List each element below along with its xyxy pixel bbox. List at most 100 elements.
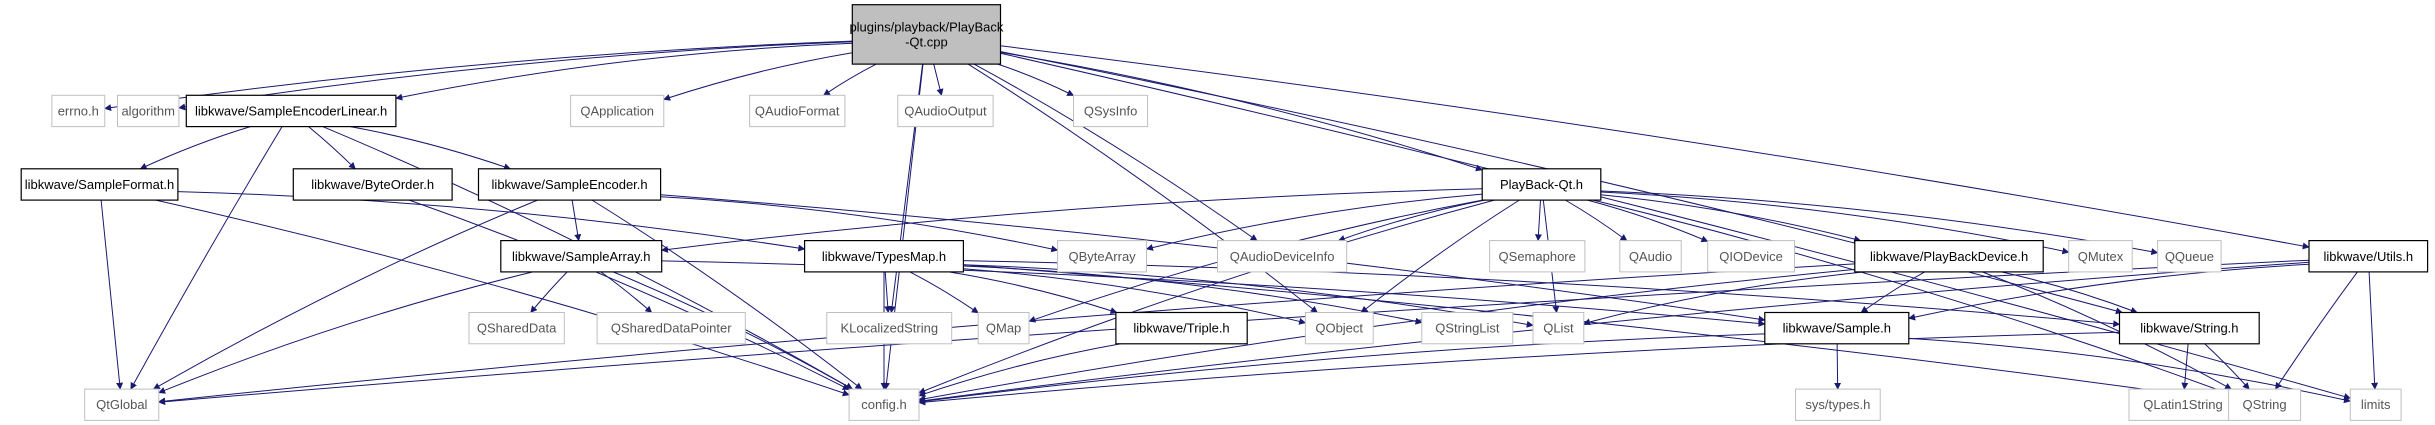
node-qbytearray-label: QByteArray bbox=[1069, 249, 1137, 264]
node-typesmap[interactable]: libkwave/TypesMap.h bbox=[803, 240, 964, 273]
edge-root-to-qaudioformat bbox=[823, 63, 877, 96]
node-qaudiooutput: QAudioOutput bbox=[897, 94, 994, 128]
edge-typesmap-to-klocalizedstring bbox=[884, 271, 892, 314]
node-qsysinfo-label: QSysInfo bbox=[1084, 103, 1137, 118]
node-qtglobal: QtGlobal bbox=[84, 388, 160, 421]
edge-root-to-qsysinfo bbox=[997, 63, 1075, 96]
edge-sampleformat-to-typesmap bbox=[177, 191, 806, 252]
edge-playbackqt-to-qbytearray bbox=[1145, 193, 1483, 251]
edge-typesmap-to-qmap bbox=[909, 271, 979, 314]
node-limits-box bbox=[2349, 388, 2402, 421]
node-selinear-label: libkwave/SampleEncoderLinear.h bbox=[195, 103, 387, 118]
edge-typesmap-to-qstring bbox=[963, 264, 2230, 404]
node-qlatin1string-box bbox=[2128, 388, 2238, 421]
node-sampleencoder[interactable]: libkwave/SampleEncoder.h bbox=[477, 168, 662, 201]
node-qapplication-label: QApplication bbox=[580, 103, 654, 118]
edge-sampleformat-to-config bbox=[155, 199, 850, 397]
node-qobject-label: QObject bbox=[1315, 321, 1363, 336]
node-playbackqt[interactable]: PlayBack-Qt.h bbox=[1481, 168, 1602, 201]
node-selinear[interactable]: libkwave/SampleEncoderLinear.h bbox=[185, 94, 397, 128]
edge-root-to-playbackqt bbox=[1000, 51, 1483, 172]
edge-sample-to-limits bbox=[1908, 337, 2351, 404]
edge-root-to-qaudiooutput bbox=[933, 63, 944, 96]
node-qsemaphore: QSemaphore bbox=[1489, 240, 1586, 273]
edge-typesmap-to-qobject bbox=[963, 268, 1307, 325]
edge-playbackqt-to-qmutex bbox=[1600, 191, 2070, 255]
edge-sampleformat-to-qtglobal bbox=[100, 199, 124, 390]
node-qlist-box bbox=[1532, 312, 1585, 345]
node-errno: errno.h bbox=[51, 94, 106, 128]
node-qaudio-label: QAudio bbox=[1629, 249, 1672, 264]
node-triple-box bbox=[1115, 311, 1248, 345]
edge-utils-to-sample bbox=[1908, 263, 2310, 321]
node-byteorder-box bbox=[292, 168, 453, 201]
node-qsemaphore-box bbox=[1489, 240, 1586, 273]
node-qshareddata: QSharedData bbox=[468, 312, 565, 345]
edge-root-to-qapplication bbox=[663, 52, 853, 101]
node-triple[interactable]: libkwave/Triple.h bbox=[1115, 311, 1248, 345]
edge-playbackdevice-to-config bbox=[918, 268, 1855, 403]
node-samplearray-box bbox=[500, 240, 663, 273]
edge-utils-to-qstring bbox=[2275, 271, 2358, 390]
node-qaudiooutput-label: QAudioOutput bbox=[904, 103, 987, 118]
node-algorithm-box bbox=[117, 94, 180, 128]
node-qaudioformat-label: QAudioFormat bbox=[755, 103, 840, 118]
edge-utils-to-config bbox=[918, 261, 2310, 404]
edge-samplearray-to-qtglobal bbox=[158, 271, 534, 394]
edge-utils-to-limits bbox=[2368, 271, 2379, 390]
node-root-label: -Qt.cpp bbox=[905, 34, 948, 49]
edge-sampleencoder-to-qtglobal bbox=[152, 199, 538, 390]
node-byteorder[interactable]: libkwave/ByteOrder.h bbox=[292, 168, 453, 201]
edge-root-to-utils bbox=[1000, 45, 2310, 250]
node-sampleformat-box bbox=[20, 168, 179, 201]
edge-playbackqt-to-qaudiodeviceinfo bbox=[1337, 199, 1486, 242]
edge-samplearray-to-qshareddata bbox=[530, 271, 568, 314]
node-qiodevice-label: QIODevice bbox=[1719, 249, 1783, 264]
node-qlist-label: QList bbox=[1543, 321, 1574, 336]
node-root-box bbox=[851, 4, 1002, 65]
node-playbackqt-box bbox=[1481, 168, 1602, 201]
node-qapplication: QApplication bbox=[570, 94, 665, 128]
node-sample-box bbox=[1764, 311, 1910, 345]
node-sample[interactable]: libkwave/Sample.h bbox=[1764, 311, 1910, 345]
edge-sampleencoder-to-qbytearray bbox=[660, 196, 1059, 253]
node-qobject: QObject bbox=[1304, 312, 1374, 345]
node-samplearray[interactable]: libkwave/SampleArray.h bbox=[500, 240, 663, 273]
node-qsysinfo: QSysInfo bbox=[1073, 94, 1149, 128]
node-playbackdevice[interactable]: libkwave/PlayBackDevice.h bbox=[1854, 240, 2044, 273]
edge-string-to-qlatin1string bbox=[2181, 343, 2189, 390]
node-qshareddata-box bbox=[468, 312, 565, 345]
node-klocalizedstring-box bbox=[826, 312, 953, 345]
node-utils-label: libkwave/Utils.h bbox=[2324, 249, 2414, 264]
node-string[interactable]: libkwave/String.h bbox=[2118, 311, 2260, 345]
edge-string-to-qstring bbox=[2204, 343, 2250, 390]
node-qsemaphore-label: QSemaphore bbox=[1499, 249, 1576, 264]
node-qqueue-label: QQueue bbox=[2165, 249, 2214, 264]
node-selinear-box bbox=[185, 94, 397, 128]
node-sampleencoder-label: libkwave/SampleEncoder.h bbox=[492, 177, 648, 192]
node-samplearray-label: libkwave/SampleArray.h bbox=[512, 249, 650, 264]
node-utils[interactable]: libkwave/Utils.h bbox=[2308, 240, 2429, 273]
edge-root-to-limits bbox=[1000, 52, 2351, 400]
edge-selinear-to-sampleencoder bbox=[350, 126, 511, 171]
node-qstring-box bbox=[2228, 388, 2302, 421]
node-klocalizedstring-label: KLocalizedString bbox=[841, 321, 939, 336]
edge-root-to-errno bbox=[104, 40, 853, 112]
node-qaudiooutput-box bbox=[897, 94, 994, 128]
node-root[interactable]: plugins/playback/PlayBack-Qt.cpp bbox=[849, 4, 1004, 65]
edge-string-to-config bbox=[918, 331, 2120, 406]
node-sampleformat[interactable]: libkwave/SampleFormat.h bbox=[20, 168, 179, 201]
node-algorithm: algorithm bbox=[117, 94, 180, 128]
node-root-label: plugins/playback/PlayBack bbox=[849, 19, 1003, 34]
node-qbytearray: QByteArray bbox=[1057, 240, 1147, 273]
edge-root-to-algorithm bbox=[178, 41, 853, 111]
edge-playbackqt-to-playbackdevice bbox=[1600, 194, 1862, 243]
node-qobject-box bbox=[1304, 312, 1374, 345]
edge-playbackqt-to-qsemaphore bbox=[1534, 199, 1542, 242]
node-qaudioformat-box bbox=[749, 94, 846, 128]
edge-byteorder-to-config bbox=[408, 199, 850, 391]
node-algorithm-label: algorithm bbox=[121, 103, 174, 118]
edge-playbackqt-to-qiodevice bbox=[1586, 199, 1709, 243]
node-qaudiodeviceinfo-box bbox=[1217, 240, 1348, 273]
